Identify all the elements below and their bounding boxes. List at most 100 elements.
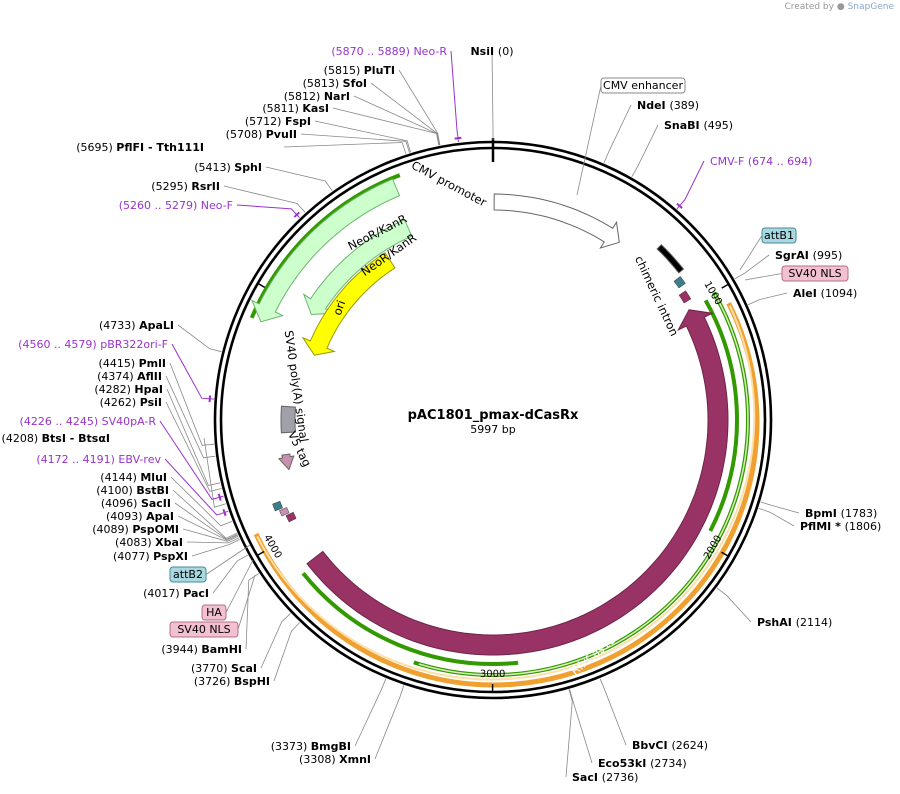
site-name: Eco53kI — [598, 757, 650, 770]
site-pos: (5695) — [76, 141, 116, 154]
enzyme-leader — [716, 587, 752, 623]
site-name: SfoI — [343, 77, 367, 90]
site-pos: (495) — [703, 119, 733, 132]
enzyme-label: PshAI (2114) — [757, 616, 832, 629]
feature-neor-kanr — [302, 219, 413, 316]
enzyme-leader — [165, 375, 216, 459]
site-name: SgrAI — [775, 249, 813, 262]
enzyme-leader — [760, 501, 800, 514]
boxed-label-box — [169, 621, 239, 638]
site-pos: (4096) — [101, 497, 141, 510]
site-name: ScaI — [231, 662, 257, 675]
primer-leader — [171, 343, 214, 400]
boxed-label-box — [761, 227, 797, 244]
feature-layer — [250, 178, 729, 656]
credit-prefix: Created by — [784, 2, 834, 12]
boxed-label-leader — [744, 273, 783, 281]
enzyme-label: (4093) ApaI — [106, 510, 174, 523]
site-pos: (389) — [669, 99, 699, 112]
enzyme-leader — [758, 508, 795, 527]
small-block-nls — [678, 290, 692, 304]
enzyme-label: (4089) PspOMI — [92, 523, 179, 536]
enzyme-label: (5295) RsrII — [151, 180, 220, 193]
enzyme-leader — [212, 554, 248, 594]
site-pos: (5413) — [194, 161, 234, 174]
site-pos: (5712) — [245, 115, 285, 128]
enzyme-leader — [172, 489, 238, 539]
enzyme-leader — [565, 689, 573, 778]
site-name: BamHI — [201, 643, 242, 656]
primer-leader — [676, 160, 705, 210]
site-name: SphI — [234, 161, 262, 174]
boxed-label-box — [600, 77, 686, 94]
site-pos: (5870 .. 5889) — [331, 45, 413, 58]
enzyme-label: (5695) PflFI - Tth111I — [76, 141, 204, 154]
site-name: AflII — [137, 370, 162, 383]
tick-mark — [721, 283, 729, 289]
site-pos: (2114) — [796, 616, 833, 629]
site-pos: (2734) — [650, 757, 687, 770]
enzyme-leader — [747, 292, 788, 306]
enzyme-leader — [169, 362, 215, 446]
enzyme-label: NdeI (389) — [637, 99, 699, 112]
tick-label: 1000 — [701, 280, 723, 308]
site-pos: (5260 .. 5279) — [119, 199, 201, 212]
enzyme-leader — [734, 254, 770, 280]
site-pos: (5812) — [284, 90, 324, 103]
site-name: NdeI — [637, 99, 669, 112]
enzyme-label: (4733) ApaLI — [99, 319, 174, 332]
feature-rfxcas13d — [306, 309, 729, 656]
tick-label: 3000 — [480, 669, 505, 680]
site-name: PspXI — [153, 550, 188, 563]
site-name: NsiI — [470, 45, 497, 58]
site-pos: (5811) — [262, 102, 302, 115]
enzyme-label: (4262) PsiI — [100, 396, 162, 409]
site-pos: (5815) — [324, 64, 364, 77]
site-pos: (5708) — [226, 128, 266, 141]
enzyme-leader — [370, 82, 440, 146]
site-pos: (3770) — [191, 662, 231, 675]
feature-ori — [301, 252, 396, 356]
plasmid-name: pAC1801_pmax-dCasRx — [408, 408, 579, 423]
enzyme-leader — [569, 689, 593, 764]
site-name: SacI — [572, 771, 602, 784]
enzyme-label: (5813) SfoI — [303, 77, 367, 90]
site-pos: (2736) — [602, 771, 639, 784]
site-pos: (4733) — [99, 319, 139, 332]
enzyme-leader — [398, 69, 441, 146]
site-name: BspHI — [234, 675, 270, 688]
enzyme-leader — [186, 537, 240, 544]
site-name: EBV-rev — [118, 453, 161, 466]
site-pos: (3373) — [271, 740, 311, 753]
feature-chimeric-intron — [656, 243, 685, 274]
small-block-attb2 — [272, 500, 283, 512]
enzyme-leader — [174, 502, 238, 540]
site-name: Neo-R — [413, 45, 447, 58]
site-extra: - BtsαI — [66, 432, 110, 445]
primer-leader — [236, 204, 300, 218]
tick-mark — [257, 550, 265, 556]
enzyme-leader — [165, 401, 222, 492]
site-pos: (674 .. 694) — [748, 155, 813, 168]
site-name: ApaI — [146, 510, 174, 523]
enzyme-label: (4144) MluI — [100, 471, 167, 484]
feature-sv40-poly-a-signal — [280, 405, 296, 434]
site-name: PflMI * — [800, 520, 845, 533]
enzyme-leader — [273, 622, 300, 682]
site-name: pBR322ori-F — [100, 338, 168, 351]
boxed-label-box — [169, 566, 207, 583]
site-pos: (5295) — [151, 180, 191, 193]
site-name: NarI — [324, 90, 350, 103]
enzyme-leader — [265, 166, 333, 192]
enzyme-label: (5811) KasI — [262, 102, 329, 115]
leader-line-layer — [159, 50, 800, 778]
enzyme-leader — [166, 388, 221, 486]
site-name: XbaI — [155, 536, 183, 549]
site-name: PvuII — [266, 128, 297, 141]
enzyme-label: BpmI (1783) — [805, 507, 877, 520]
site-name: Neo-F — [201, 199, 233, 212]
primer-mark — [454, 136, 462, 140]
site-pos: (4083) — [115, 536, 155, 549]
primer-label: (5870 .. 5889) Neo-R — [331, 45, 447, 58]
